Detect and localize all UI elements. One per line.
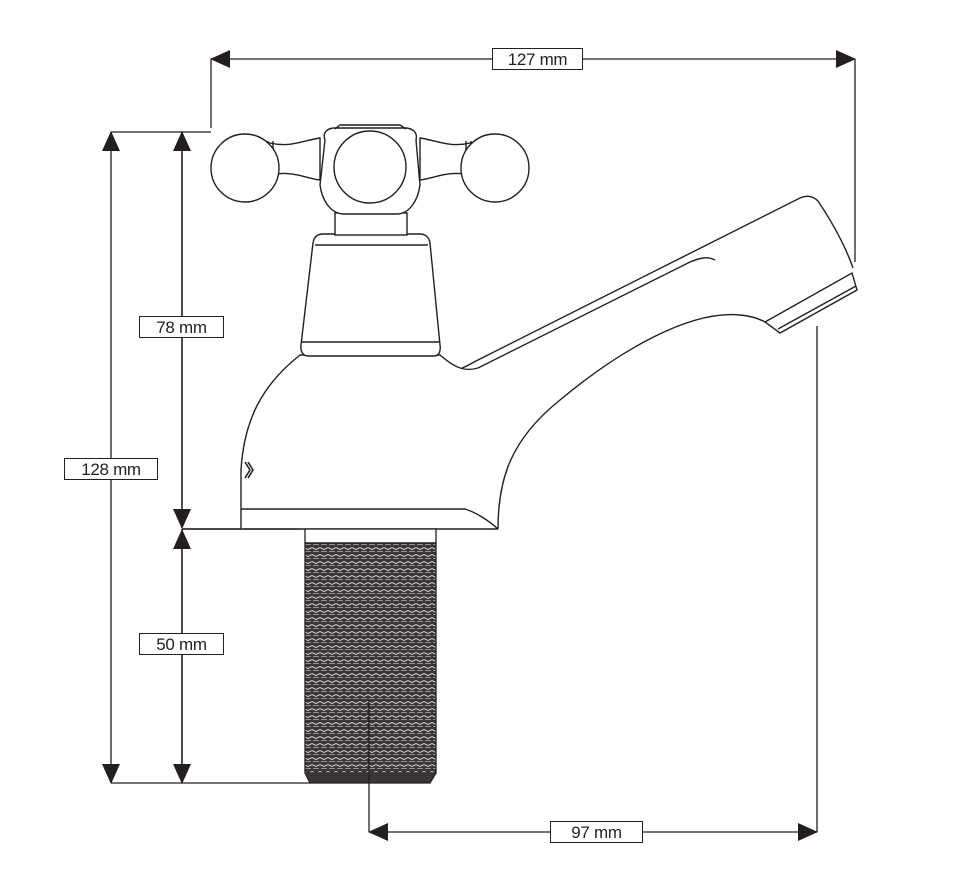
threaded-shank [304, 528, 437, 784]
cross-head-handle [210, 124, 530, 215]
dimension-label-body-height: 78 mm [139, 316, 224, 338]
arrow-up-icon [173, 529, 191, 549]
dimension-overall-height [102, 131, 310, 784]
arrow-down-icon [102, 764, 120, 784]
dimension-label-shank-length: 50 mm [139, 633, 224, 655]
arrow-down-icon [173, 764, 191, 784]
arrow-down-icon [173, 509, 191, 529]
arrow-up-icon [102, 131, 120, 151]
arrow-up-icon [173, 131, 191, 151]
arrow-right-icon [836, 50, 856, 68]
arrow-right-icon [798, 823, 818, 841]
tap-bonnet [300, 212, 441, 357]
dimension-label-overall-height: 128 mm [64, 458, 158, 480]
arrow-left-icon [368, 823, 388, 841]
dimension-label-overall-width: 127 mm [492, 48, 583, 70]
dimension-label-spout-reach: 97 mm [550, 821, 643, 843]
tap-body [182, 195, 858, 530]
dimension-shank-length [173, 528, 300, 784]
arrow-left-icon [210, 50, 230, 68]
